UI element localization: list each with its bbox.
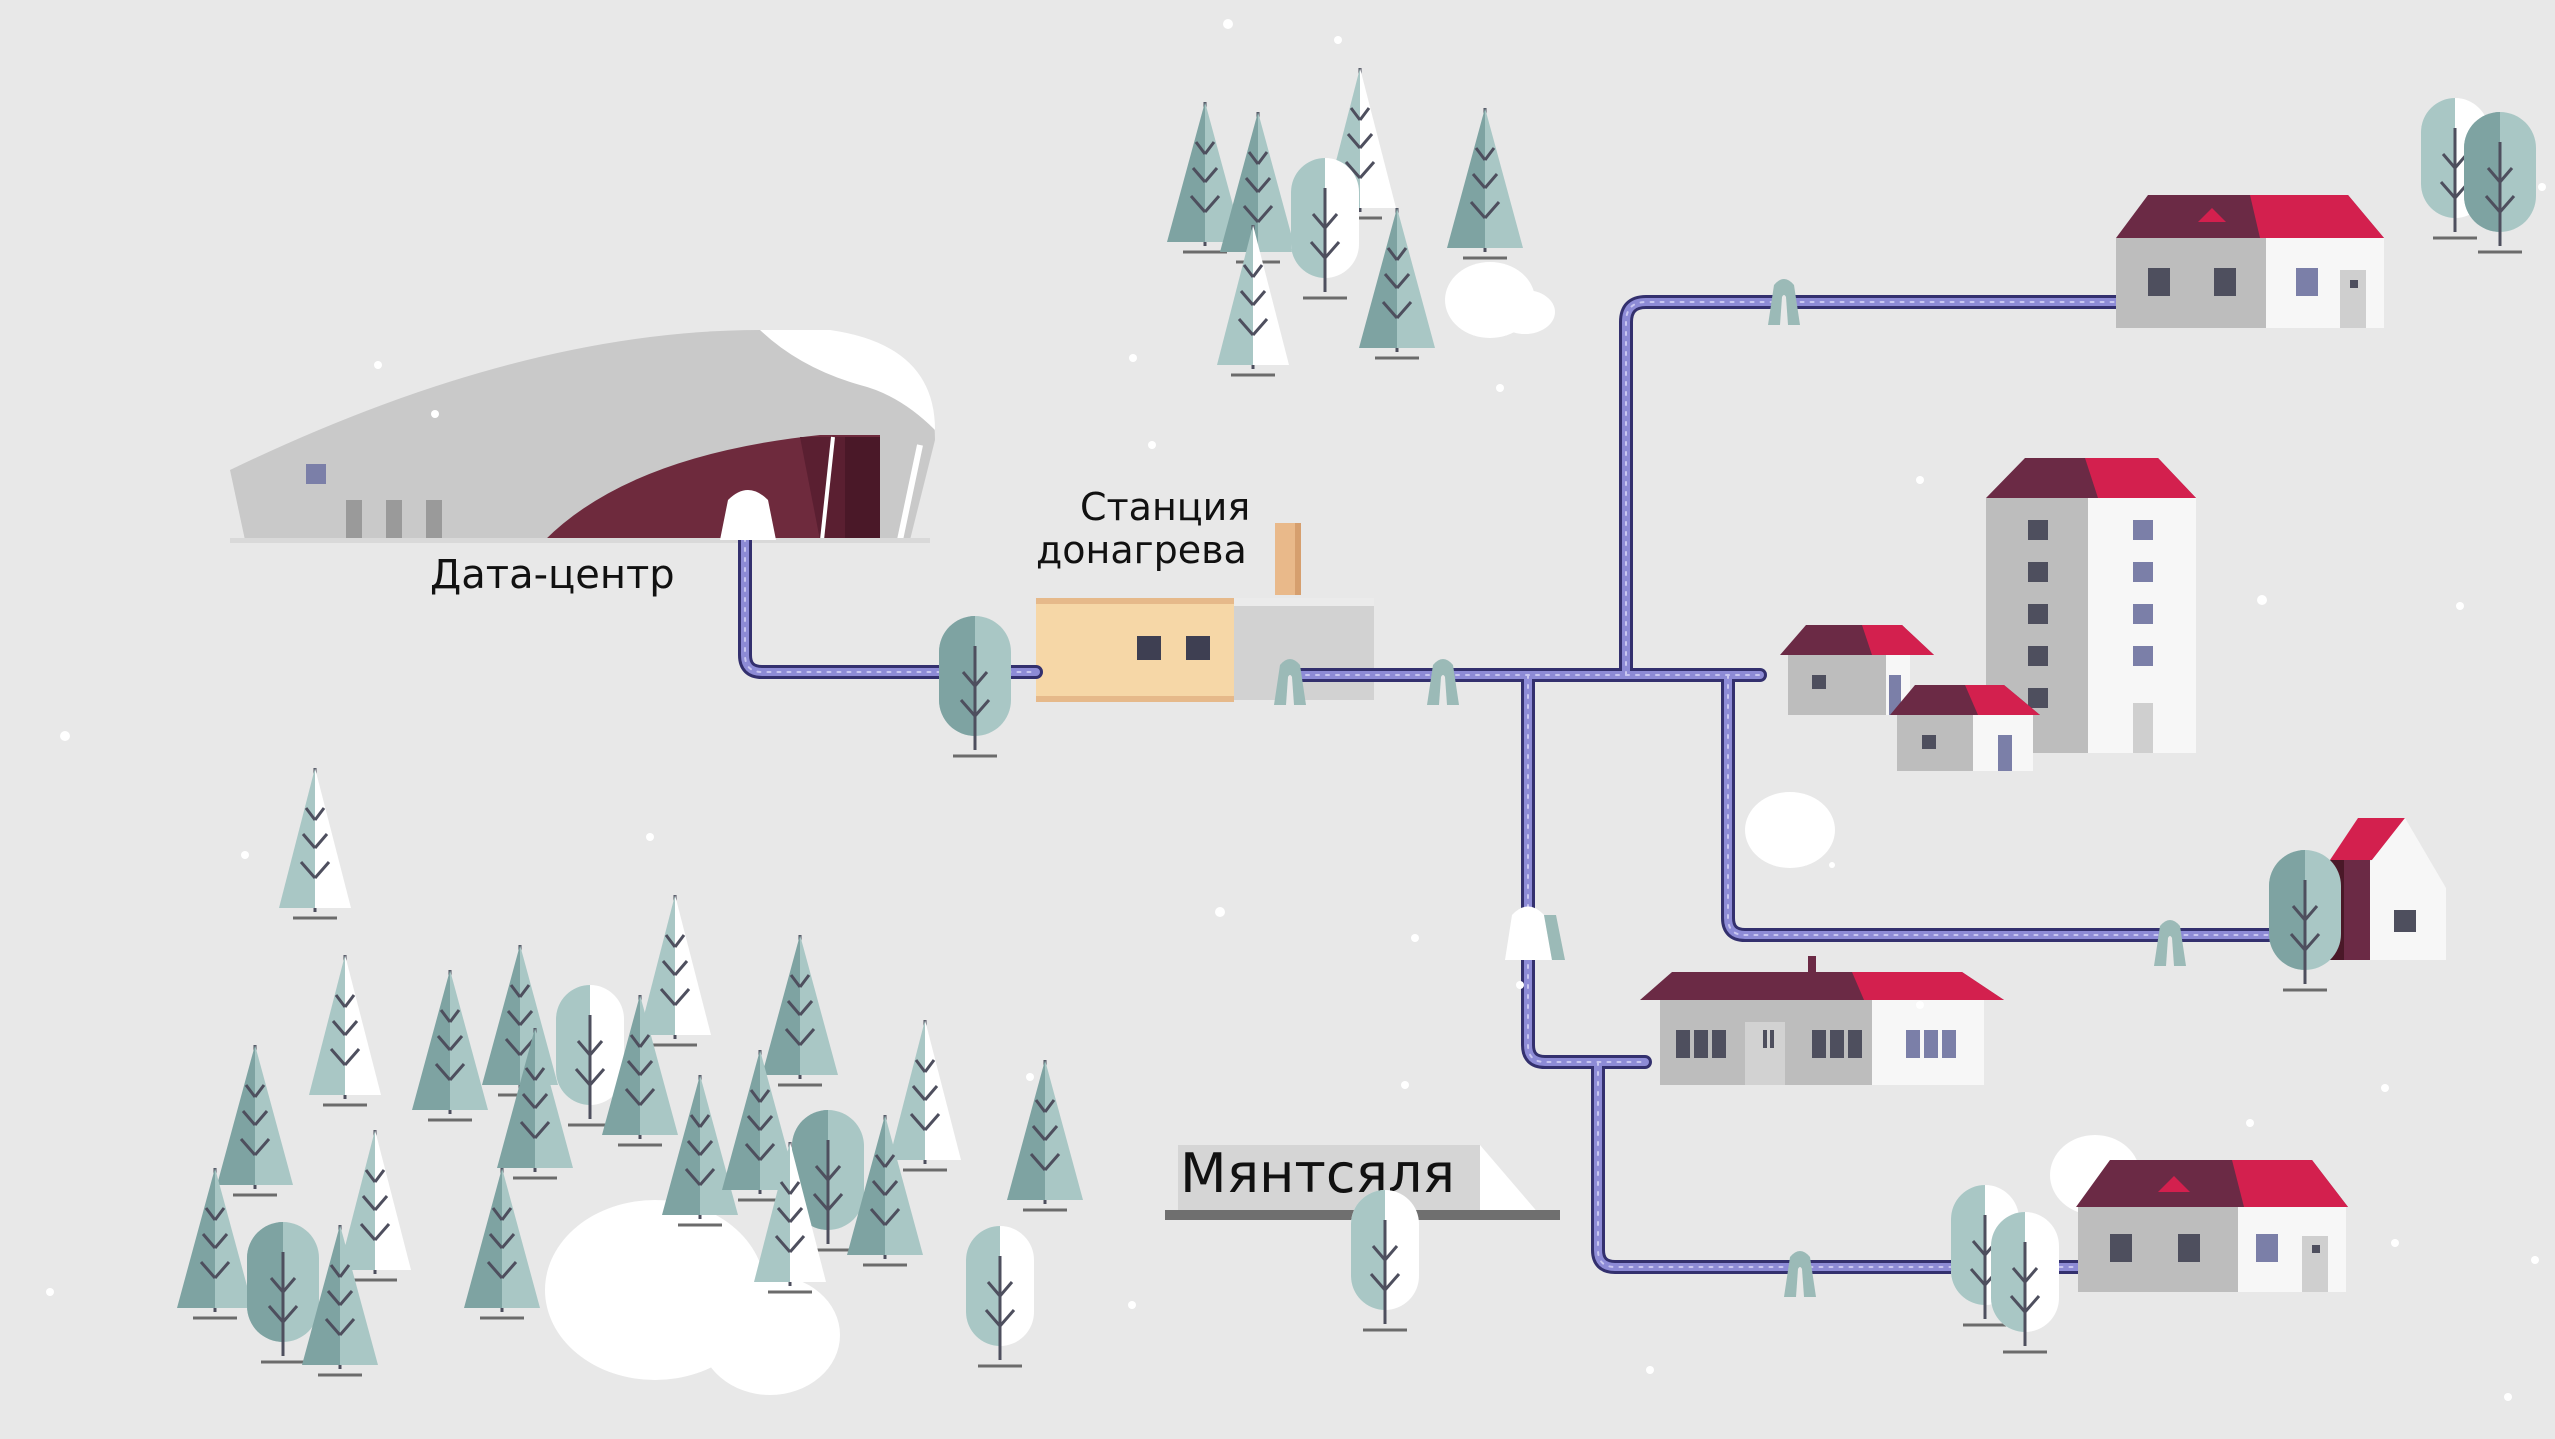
house-icon	[2076, 1160, 2348, 1292]
snowfall	[46, 19, 2546, 1401]
heating-station-icon	[1036, 523, 1374, 702]
pipe-support-icon	[720, 279, 2186, 1297]
apartment-building-icon	[1986, 458, 2196, 753]
town-name-label: Мянтсяля	[1180, 1142, 1455, 1205]
datacenter-icon	[230, 330, 935, 543]
snow-mound-icon	[545, 262, 2140, 1395]
datacenter-label: Дата-центр	[430, 552, 675, 598]
heating-pipe-network	[738, 295, 2277, 1274]
house-icon	[1640, 956, 2004, 1085]
station-label-line1: Станция	[1080, 485, 1250, 529]
house-icon	[2116, 195, 2384, 328]
station-label-line2: донагрева	[1036, 528, 1247, 572]
house-icon	[2330, 818, 2446, 960]
house-icon	[1890, 685, 2040, 771]
house-icon	[1780, 625, 1934, 715]
